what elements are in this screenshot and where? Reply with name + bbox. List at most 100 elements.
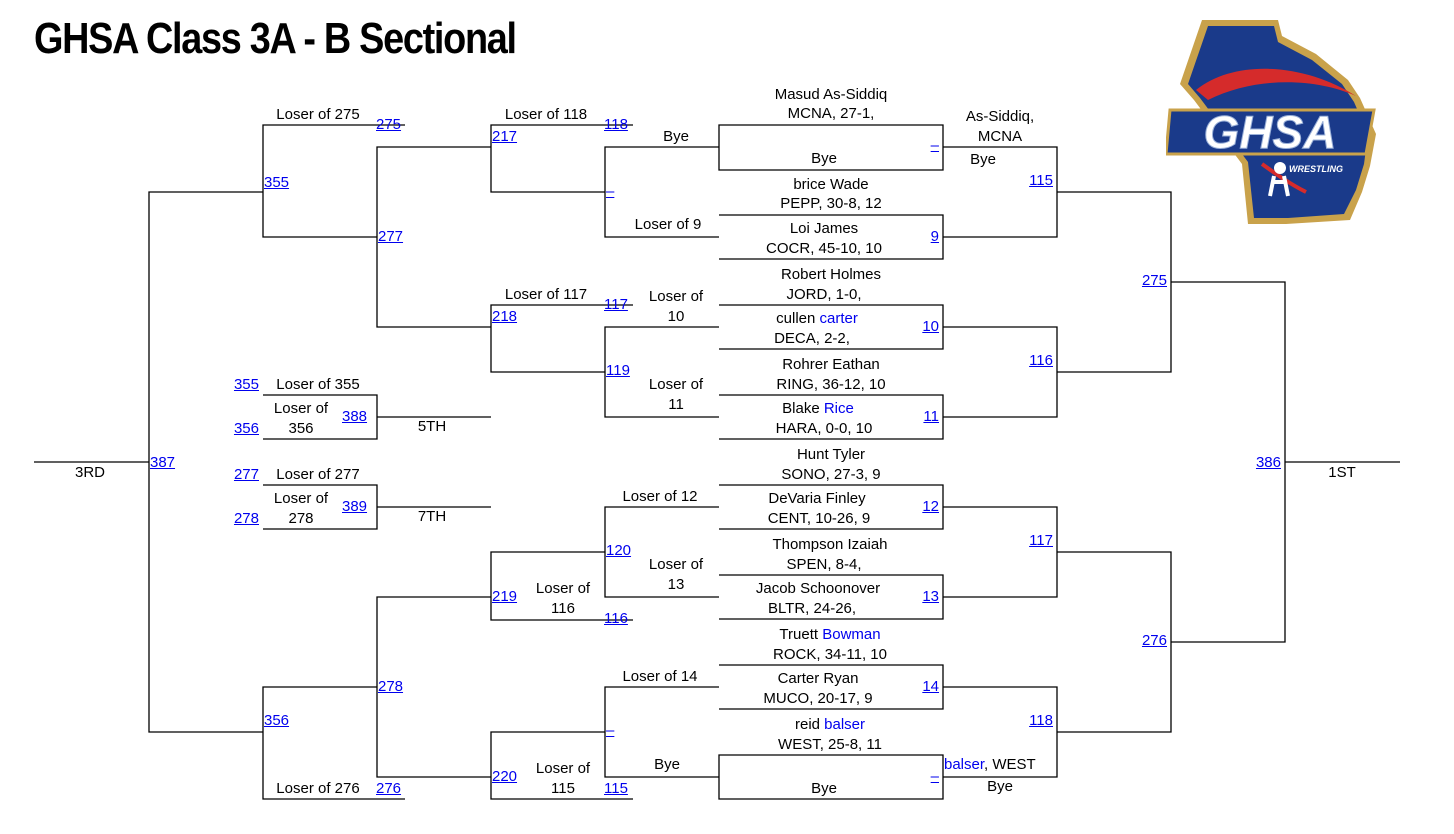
bout-link-220[interactable]: 220 [492, 768, 518, 785]
wrestler-name: Truett Bowman [779, 626, 881, 643]
bout-link-9[interactable]: 9 [930, 228, 939, 245]
bout-link[interactable]: – [606, 722, 615, 739]
bout-link[interactable]: – [930, 768, 939, 785]
wrestler-team: HARA, 0-0, 10 [775, 420, 873, 437]
loser-label: Loser of 277 [276, 466, 360, 483]
logo-banner [1166, 108, 1376, 156]
wrestler-surname: Bowman [822, 626, 881, 643]
bout-link-117[interactable]: 117 [604, 296, 628, 313]
loser-label: Loser of 118 [504, 106, 588, 123]
bout-link-116[interactable]: 116 [604, 610, 628, 627]
bye-label: Bye [654, 756, 680, 773]
bracket-line [718, 754, 944, 800]
bout-link-118[interactable]: 118 [604, 116, 628, 133]
bracket-line [718, 124, 944, 171]
logo-text: GHSA [1204, 106, 1337, 158]
loser-label: 278 [288, 510, 314, 527]
bye-label: Bye [663, 128, 689, 145]
bout-link-389[interactable]: 389 [342, 498, 368, 515]
wrestler-team: CENT, 10-26, 9 [767, 510, 871, 527]
bout-link-275[interactable]: 275 [1141, 272, 1167, 289]
bout-link-278[interactable]: 278 [378, 678, 404, 695]
bout-link-116[interactable]: 116 [1029, 352, 1053, 369]
loser-label: Loser of [648, 556, 704, 573]
wrestler-name: Masud As-Siddiq [774, 86, 888, 103]
wrestler-team: RING, 36-12, 10 [776, 376, 886, 393]
bracket-line [490, 304, 633, 373]
loser-label: 116 [551, 600, 575, 617]
bracket-line [943, 326, 1058, 418]
wrestler-figure-icon [1274, 162, 1286, 174]
bout-link-115[interactable]: 115 [604, 780, 628, 797]
loser-label: 11 [668, 396, 684, 413]
bout-link-278[interactable]: 278 [233, 510, 259, 527]
wrestler-name: brice Wade [793, 176, 869, 193]
loser-label: 115 [551, 780, 575, 797]
loser-label: Loser of 355 [276, 376, 360, 393]
bout-link-219[interactable]: 219 [492, 588, 518, 605]
wrestler-team: MCNA, 27-1, [787, 105, 875, 122]
wrestler-name: DeVaria Finley [768, 490, 866, 507]
wrestler-team: BLTR, 24-26, [767, 600, 857, 617]
wrestler-name: Loi James [789, 220, 859, 237]
bout-link[interactable]: – [930, 137, 939, 154]
bout-link-115[interactable]: 115 [1029, 172, 1053, 189]
wrestler-name: Thompson Izaiah [772, 536, 888, 553]
bout-link-277[interactable]: 277 [378, 228, 404, 245]
bout-link-218[interactable]: 218 [492, 308, 518, 325]
place-label-third: 3RD [74, 464, 106, 481]
bracket-line [490, 124, 633, 193]
bout-link-387[interactable]: 387 [150, 454, 176, 471]
loser-label: Loser of 12 [622, 488, 698, 505]
bout-link-12[interactable]: 12 [922, 498, 939, 515]
wrestler-name: Robert Holmes [780, 266, 882, 283]
bye-label: Bye [970, 151, 996, 168]
wrestler-surname: balser [824, 716, 866, 733]
wrestler-surname: carter [819, 310, 858, 327]
bye-label: Bye [811, 150, 837, 167]
bout-link-217[interactable]: 217 [492, 128, 518, 145]
winner-name: As-Siddiq, [965, 108, 1035, 125]
wrestler-team: ROCK, 34-11, 10 [773, 646, 887, 663]
wrestler-name: Rohrer Eathan [782, 356, 880, 373]
ghsa-wrestling-logo: GHSA WRESTLING [1166, 20, 1376, 224]
bracket-line [490, 551, 633, 621]
wrestler-team: JORD, 1-0, [786, 286, 862, 303]
loser-label: Loser of [648, 288, 704, 305]
bracket-line [262, 124, 405, 238]
bout-link-10[interactable]: 10 [922, 318, 939, 335]
bout-link-276[interactable]: 276 [376, 780, 402, 797]
wrestler-name: cullen carter [776, 310, 858, 327]
bout-link-11[interactable]: 11 [923, 408, 939, 425]
bout-link-119[interactable]: 119 [606, 362, 630, 379]
logo-subtext: WRESTLING [1289, 164, 1343, 174]
bout-link-14[interactable]: 14 [922, 678, 939, 695]
wrestler-team: WEST, 25-8, 11 [778, 736, 882, 753]
logo-swoosh [1196, 68, 1356, 100]
bout-link-386[interactable]: 386 [1255, 454, 1281, 471]
bout-link-355[interactable]: 355 [264, 174, 290, 191]
bout-link-275[interactable]: 275 [376, 116, 402, 133]
bracket-line [943, 506, 1058, 598]
bout-link-117[interactable]: 117 [1029, 532, 1053, 549]
bout-link-277[interactable]: 277 [233, 466, 259, 483]
bout-link-13[interactable]: 13 [922, 588, 939, 605]
bout-link-388[interactable]: 388 [342, 408, 368, 425]
wrestler-team: MUCO, 20-17, 9 [763, 690, 873, 707]
loser-label: 356 [288, 420, 314, 437]
bout-link-355[interactable]: 355 [233, 376, 259, 393]
bout-link-118[interactable]: 118 [1029, 712, 1053, 729]
loser-label: Loser of [535, 580, 591, 597]
place-label-seventh: 7TH [417, 508, 447, 525]
bout-link-120[interactable]: 120 [606, 542, 632, 559]
bout-link-356[interactable]: 356 [264, 712, 290, 729]
wrestler-team: PEPP, 30-8, 12 [780, 195, 882, 212]
bout-link[interactable]: – [606, 183, 615, 200]
wrestler-name: Hunt Tyler [796, 446, 866, 463]
loser-label: Loser of 9 [634, 216, 702, 233]
bout-link-276[interactable]: 276 [1141, 632, 1167, 649]
wrestler-name: Carter Ryan [777, 670, 859, 687]
bout-link-356[interactable]: 356 [233, 420, 259, 437]
